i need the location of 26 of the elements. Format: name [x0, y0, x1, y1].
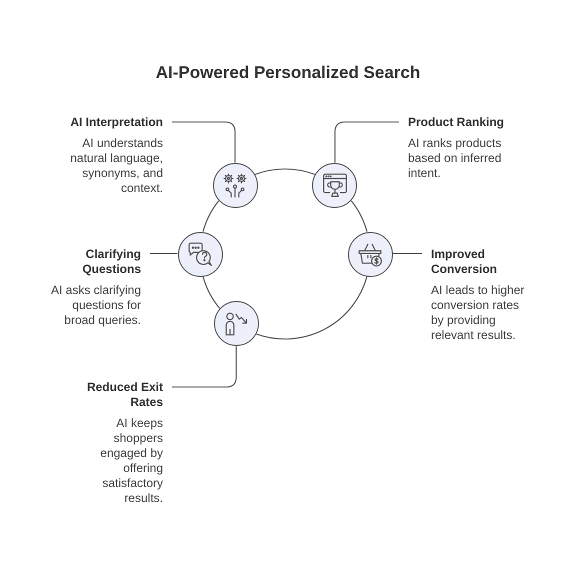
icon-circle — [212, 162, 258, 208]
icon-circle — [312, 162, 358, 208]
feature-heading: Improved Conversion — [431, 246, 498, 276]
ring-arc — [256, 276, 368, 340]
icon-circle — [348, 232, 392, 276]
feature-description: AI asks clarifying questions for broad queries. — [50, 282, 141, 328]
feature-description: AI ranks products based on inferred intent. — [408, 136, 502, 181]
ring-arc — [254, 168, 316, 176]
icon-circle — [214, 301, 259, 346]
ring-arc — [350, 200, 368, 232]
feature-description: AI leads to higher conversion rates by providing relevant results. — [431, 282, 526, 342]
leader-line — [150, 252, 178, 254]
leader-line — [334, 121, 399, 163]
feature-description: AI understands natural language, synonyms, and context. — [69, 136, 163, 196]
feature-heading: Product Ranking — [408, 115, 506, 130]
leader-line — [392, 252, 422, 254]
title: AI-Powered Personalized Search — [156, 62, 420, 84]
ring-arc — [202, 200, 220, 232]
feature-description: AI keeps shoppers engaged by offering satisfactory results. — [99, 416, 163, 506]
leader-line — [172, 346, 237, 388]
leader-line — [172, 121, 236, 163]
feature-heading: Clarifying Questions — [81, 246, 141, 276]
ring-arc — [202, 276, 220, 309]
feature-heading: AI Interpretation — [69, 115, 163, 130]
icon-circle — [178, 232, 222, 276]
feature-heading: Reduced Exit Rates — [86, 380, 163, 410]
